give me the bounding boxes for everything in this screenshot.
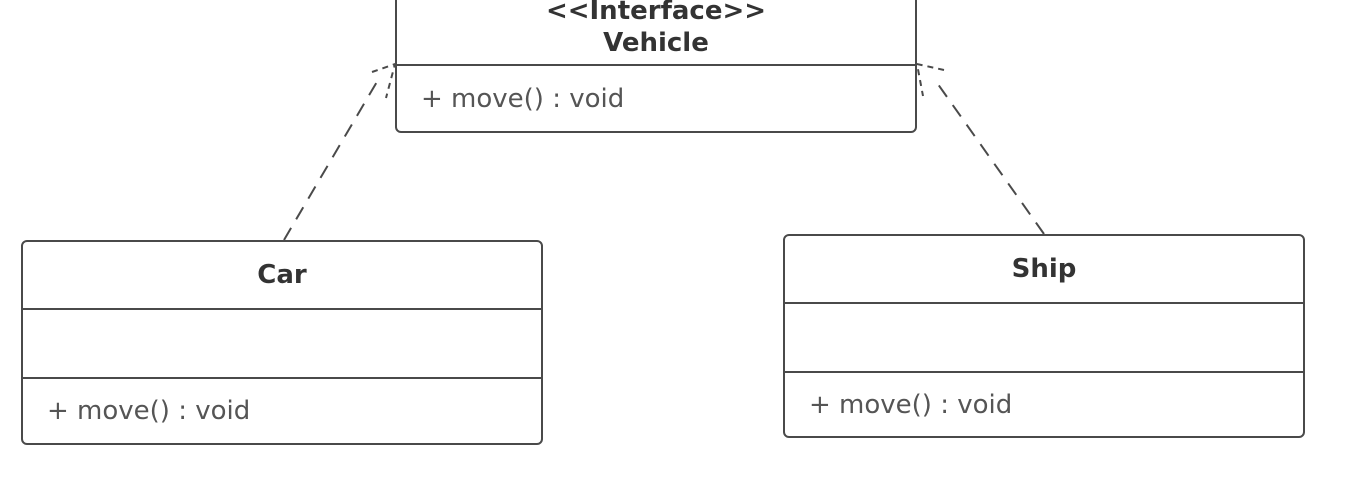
operations-compartment: + move() : void bbox=[785, 373, 1303, 436]
operation: + move() : void bbox=[47, 396, 251, 426]
class-name: Car bbox=[257, 259, 307, 290]
realization-ship-to-vehicle bbox=[915, 62, 1045, 235]
class-vehicle-interface[interactable]: <<Interface>> Vehicle + move() : void bbox=[395, 0, 917, 133]
realization-arrowhead-car bbox=[371, 62, 397, 99]
operation: + move() : void bbox=[421, 83, 625, 114]
operation: + move() : void bbox=[809, 389, 1013, 420]
realization-arrowhead-ship bbox=[915, 62, 945, 97]
class-name: Ship bbox=[1011, 253, 1077, 284]
class-name-compartment: <<Interface>> Vehicle bbox=[397, 0, 915, 66]
attributes-compartment bbox=[23, 310, 541, 379]
attributes-compartment bbox=[785, 304, 1303, 373]
class-name-compartment: Ship bbox=[785, 236, 1303, 304]
realization-line-ship bbox=[934, 79, 1045, 235]
class-name: Vehicle bbox=[603, 28, 709, 58]
class-name-compartment: Car bbox=[23, 242, 541, 310]
operations-compartment: + move() : void bbox=[23, 379, 541, 443]
realization-line-car bbox=[283, 79, 379, 241]
class-stereotype: <<Interface>> bbox=[545, 0, 767, 26]
class-car[interactable]: Car + move() : void bbox=[21, 240, 543, 445]
operations-compartment: + move() : void bbox=[397, 66, 915, 131]
class-ship[interactable]: Ship + move() : void bbox=[783, 234, 1305, 438]
realization-car-to-vehicle bbox=[283, 62, 397, 241]
